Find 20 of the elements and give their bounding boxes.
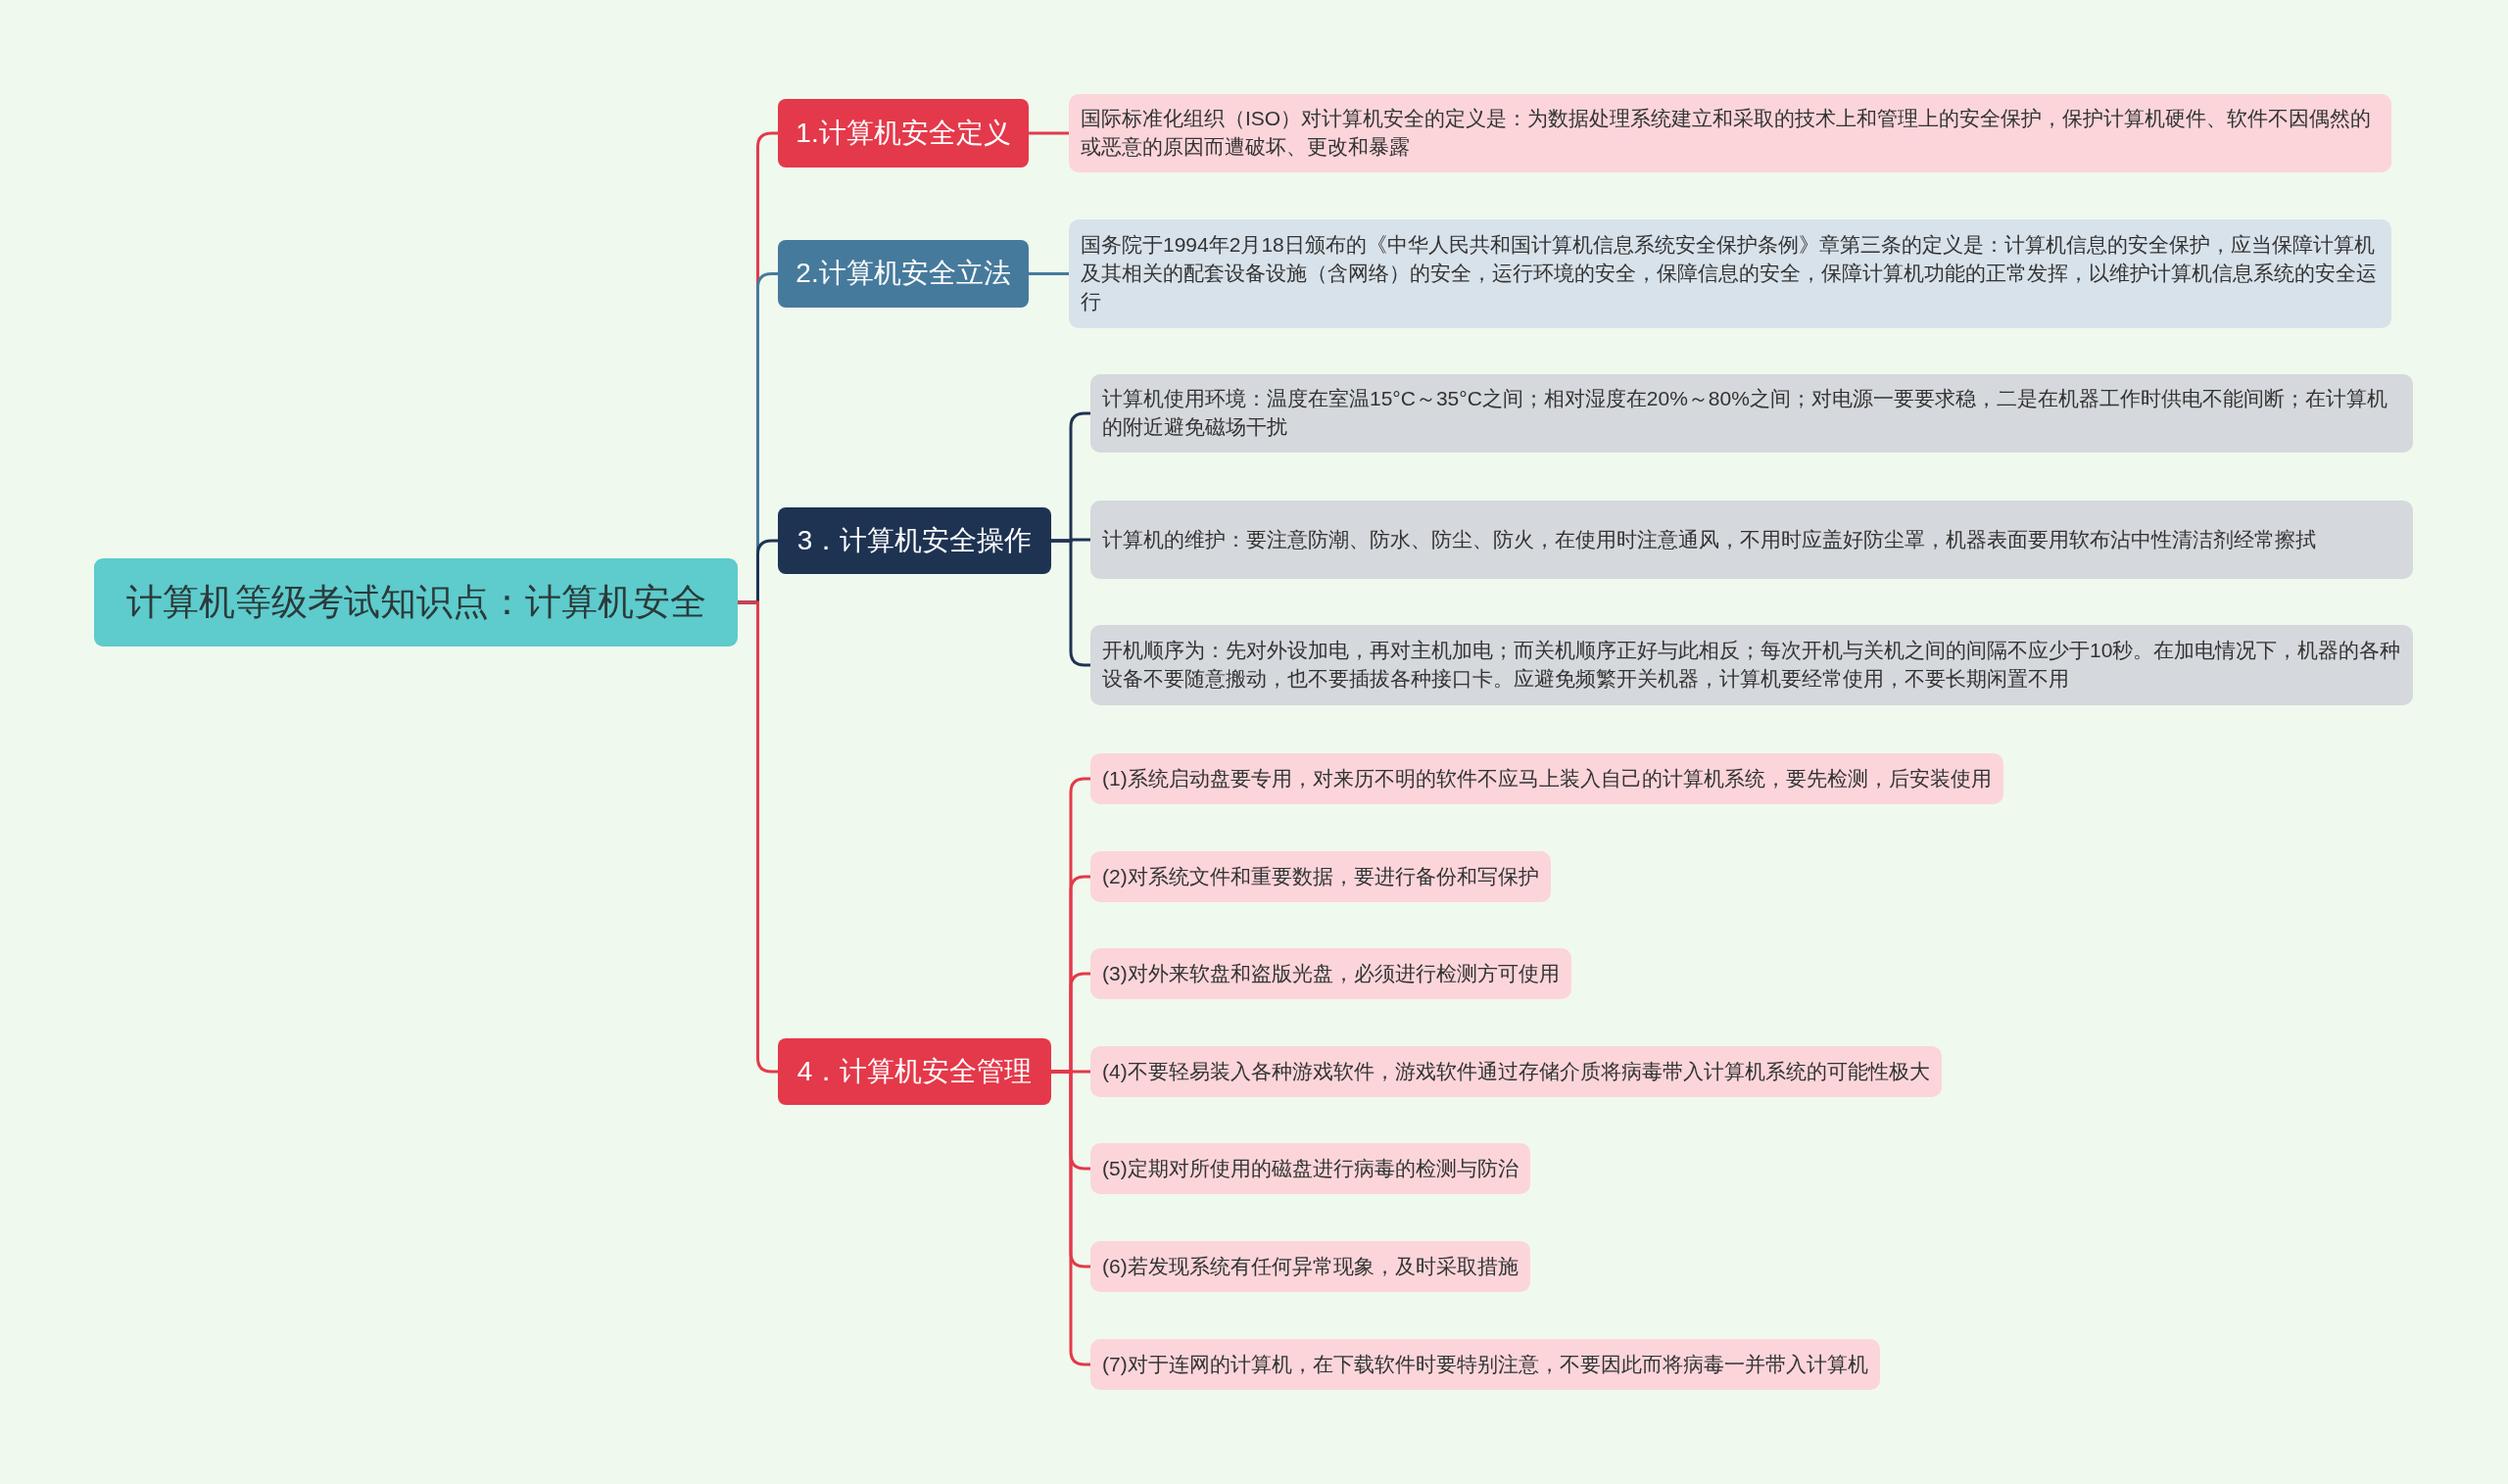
note-box: 开机顺序为：先对外设加电，再对主机加电；而关机顺序正好与此相反；每次开机与关机之间的间隔不应少于10秒。在加电情况下，机器的各种设备不要随意搬动，也不要插拔各种接口卡。应避免频繁开关机器，计算机要经常使用，不要长期闲置不用 bbox=[1090, 625, 2413, 705]
note-box: 计算机的维护：要注意防潮、防水、防尘、防火，在使用时注意通风，不用时应盖好防尘罩，机器表面要用软布沾中性清洁剂经常擦拭 bbox=[1090, 501, 2413, 579]
note-box: (7)对于连网的计算机，在下载软件时要特别注意，不要因此而将病毒一并带入计算机 bbox=[1090, 1339, 1880, 1390]
branch-topic-box: 3．计算机安全操作 bbox=[778, 507, 1051, 574]
central-topic-box: 计算机等级考试知识点：计算机安全 bbox=[94, 558, 738, 646]
note-box: 国际标准化组织（ISO）对计算机安全的定义是：为数据处理系统建立和采取的技术上和管理上的安全保护，保护计算机硬件、软件不因偶然的或恶意的原因而遭破坏、更改和暴露 bbox=[1069, 94, 2391, 172]
note-box: (5)定期对所使用的磁盘进行病毒的检测与防治 bbox=[1090, 1143, 1530, 1194]
connector-line bbox=[1029, 131, 1069, 135]
branch-topic-box: 4．计算机安全管理 bbox=[778, 1038, 1051, 1105]
note-box: (3)对外来软盘和盗版光盘，必须进行检测方可使用 bbox=[1090, 948, 1571, 999]
note-box: 计算机使用环境：温度在室温15°C～35°C之间；相对湿度在20%～80%之间；对电源一要要求稳，二是在机器工作时供电不能间断；在计算机的附近避免磁场干扰 bbox=[1090, 374, 2413, 453]
branch-topic-box: 1.计算机安全定义 bbox=[778, 99, 1029, 168]
connector-line bbox=[1029, 272, 1069, 275]
branch-topic-box: 2.计算机安全立法 bbox=[778, 240, 1029, 308]
note-box: (1)系统启动盘要专用，对来历不明的软件不应马上装入自己的计算机系统，要先检测，后安装使用 bbox=[1090, 753, 2003, 804]
note-box: (2)对系统文件和重要数据，要进行备份和写保护 bbox=[1090, 851, 1551, 902]
note-box: (6)若发现系统有任何异常现象，及时采取措施 bbox=[1090, 1241, 1530, 1292]
note-box: 国务院于1994年2月18日颁布的《中华人民共和国计算机信息系统安全保护条例》章第三条的定义是：计算机信息的安全保护，应当保障计算机及其相关的配套设备设施（含网络）的安全，运行环境的安全，保障信息的安全，保障计算机功能的正常发挥，以维护计算机信息系统的安全运行 bbox=[1069, 219, 2391, 328]
note-box: (4)不要轻易装入各种游戏软件，游戏软件通过存储介质将病毒带入计算机系统的可能性极大 bbox=[1090, 1046, 1942, 1097]
connector-line bbox=[738, 600, 778, 1074]
